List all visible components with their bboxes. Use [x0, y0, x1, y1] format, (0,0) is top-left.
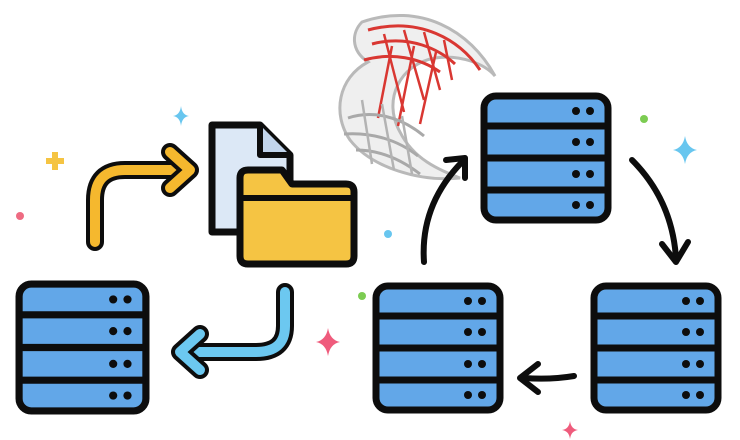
sparkle-icon	[173, 106, 189, 126]
server-right-icon	[594, 286, 718, 410]
sparkle-icon	[562, 421, 578, 439]
arrow-source-to-files	[86, 143, 199, 251]
dot-icon	[384, 230, 392, 238]
arrow-top-to-right	[629, 157, 691, 265]
file-folder-icon	[208, 121, 358, 268]
arrow-middle-to-top	[420, 155, 468, 265]
server-top-icon	[484, 96, 608, 220]
arrow-files-to-source	[171, 283, 294, 379]
sparkle-icon	[673, 136, 697, 164]
sql-server-logo	[338, 13, 497, 181]
sparkle-icon	[316, 328, 340, 356]
dot-icon	[640, 115, 648, 123]
dot-icon	[16, 212, 24, 220]
source-server-icon	[19, 284, 146, 411]
dot-icon	[358, 292, 366, 300]
server-middle-icon	[376, 286, 500, 410]
arrow-right-to-middle	[517, 361, 577, 395]
plus-sparkle-icon	[46, 152, 64, 170]
